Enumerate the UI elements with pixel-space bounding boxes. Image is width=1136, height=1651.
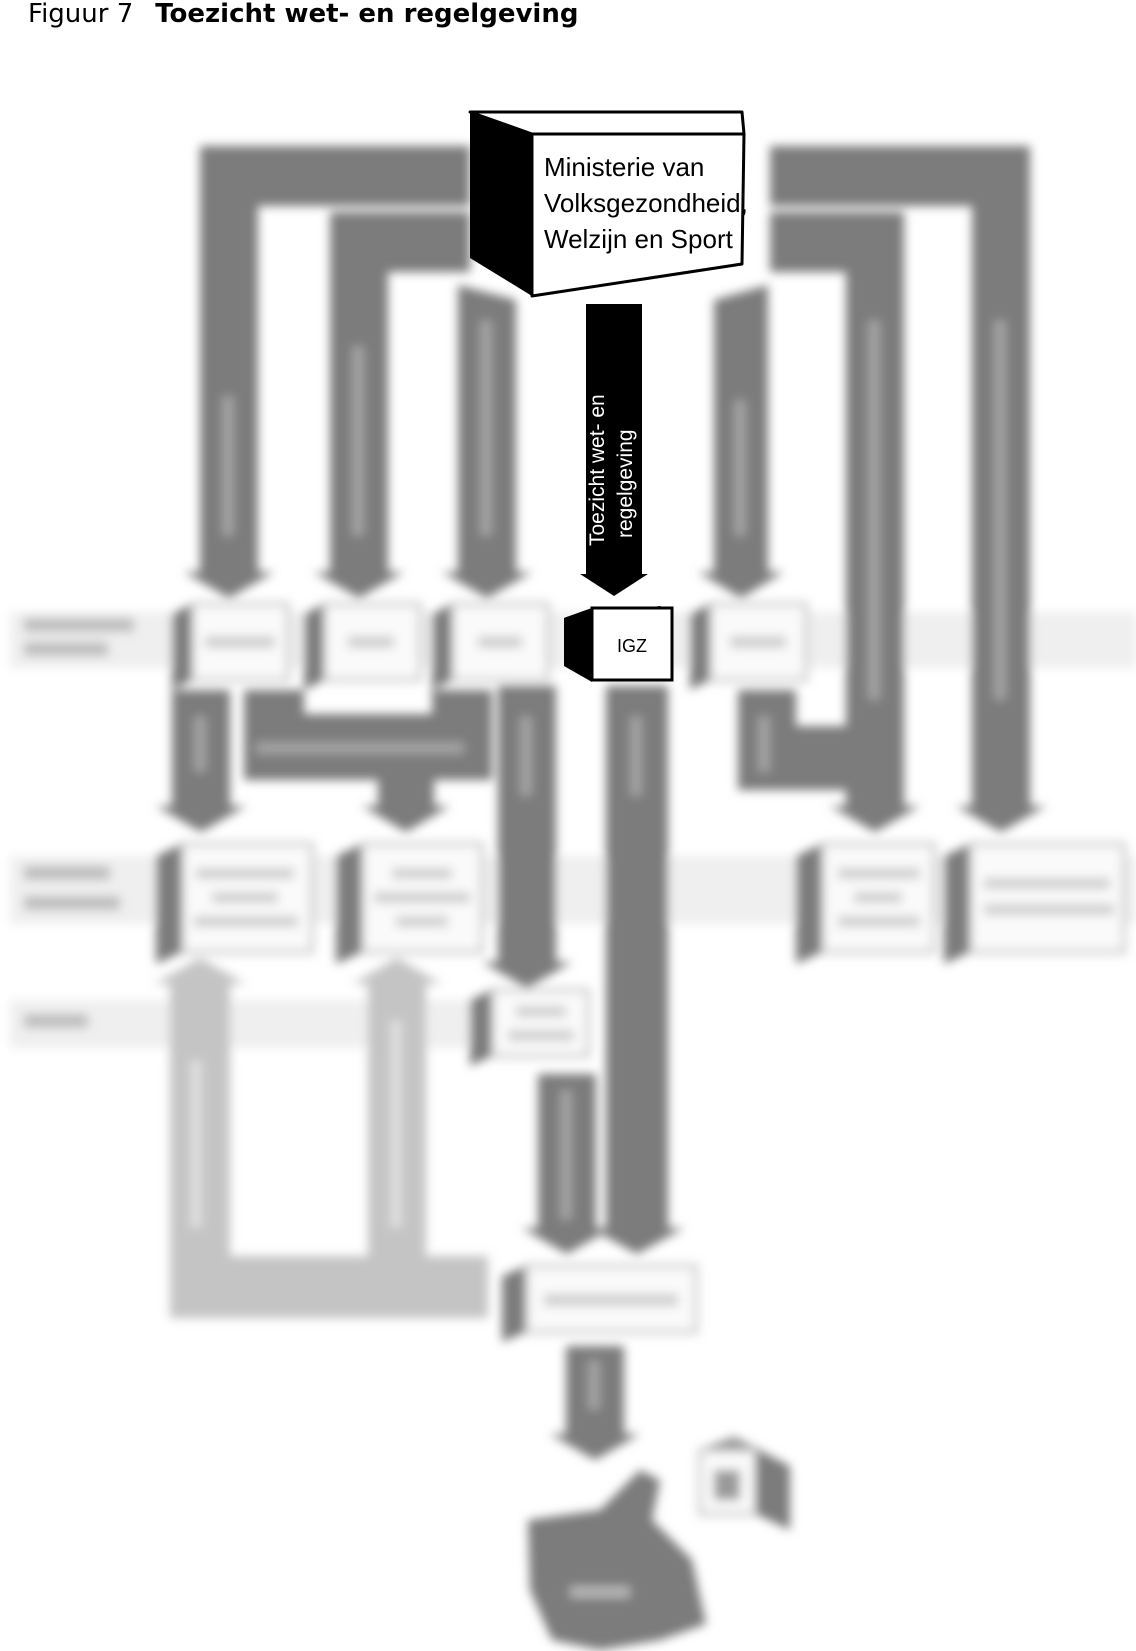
central-arrow-line-1: Toezicht wet- en — [586, 394, 609, 546]
arrowhead-zorg — [550, 1434, 640, 1460]
text-ict-standaarden — [734, 400, 746, 536]
text-agendering-platform — [868, 320, 880, 700]
flow-agendering-zip — [770, 146, 1030, 810]
box-platform-ict-innovatie — [796, 842, 936, 964]
ministry-box: Ministerie van Volksgezondheid, Welzijn … — [468, 110, 748, 298]
text-agendering-zip — [994, 320, 1006, 700]
box-zorginnovatieplatform — [944, 842, 1126, 964]
ministry-line-1: Ministerie van — [544, 152, 704, 182]
text-toeleiding — [352, 346, 364, 536]
text-regie-right — [758, 716, 770, 772]
box-zorginnovatiewijzer — [336, 842, 484, 964]
box-zorgkantoor — [470, 988, 590, 1066]
arrowhead-subsidies — [184, 572, 274, 598]
arrowhead-financiering — [442, 572, 532, 598]
arrowhead-toeleiding — [314, 572, 404, 598]
box-nictiz — [690, 602, 808, 690]
box-zorg-voor-beter — [156, 842, 314, 964]
client-label — [570, 1586, 630, 1598]
text-financiering — [480, 320, 492, 536]
figure-title: Toezicht wet- en regelgeving — [155, 0, 579, 29]
arrowhead-toezicht-nza — [482, 962, 572, 988]
arrowhead-regie-left — [156, 806, 246, 832]
arrowhead-light-left — [154, 958, 246, 984]
central-arrow-line-2: regelgeving — [614, 429, 637, 538]
box-zonmw — [172, 602, 290, 690]
box-nza — [432, 602, 550, 690]
faded-diagram-layer — [10, 146, 1136, 1650]
text-zorg — [588, 1360, 600, 1410]
text-toezicht-igz — [630, 716, 642, 796]
flow-regie-right — [738, 690, 846, 790]
small-cube-near-client — [698, 1436, 790, 1530]
box-cvz — [304, 602, 422, 690]
text-regie-left — [194, 716, 206, 772]
box-zorgaanbieder — [502, 1264, 698, 1342]
band-label-verbanden — [24, 896, 120, 910]
figure-caption: Figuur 7 Toezicht wet- en regelgeving — [28, 0, 578, 28]
ministry-line-2: Volksgezondheid, — [544, 188, 748, 218]
arrowhead-agendering-platform — [830, 806, 920, 832]
text-vragen-innovatie — [390, 1020, 402, 1228]
flow-light-lokaal — [170, 974, 488, 1318]
igz-box: IGZ — [564, 606, 674, 682]
band-label-uitvoeringsinstanties-2 — [24, 642, 108, 656]
flow-toeleiding-pakket — [330, 212, 470, 575]
arrowhead-toezicht-igz — [590, 1228, 684, 1254]
arrowhead-zorginkoop — [522, 1228, 612, 1254]
text-bundeling — [256, 742, 464, 754]
figure-number: Figuur 7 — [28, 0, 134, 29]
arrowhead-ict — [698, 572, 784, 598]
band-label-tijdelijke — [24, 866, 110, 880]
igz-label: IGZ — [617, 636, 647, 656]
text-subsidieaanvragen — [190, 1060, 202, 1228]
arrowhead-light-right — [352, 958, 442, 984]
arrowhead-bundeling — [362, 806, 450, 832]
text-subsidies — [222, 396, 234, 536]
band-label-uitvoeringsinstanties — [24, 618, 134, 632]
ministry-line-3: Welzijn en Sport — [544, 224, 734, 254]
arrowhead-agendering-zip — [956, 806, 1046, 832]
client-figure — [528, 1470, 706, 1650]
band-label-lokaal — [24, 1014, 88, 1028]
text-toezicht-nza — [520, 716, 532, 796]
text-zorginkoop — [560, 1090, 572, 1220]
central-toezicht-arrow: Toezicht wet- en regelgeving — [580, 304, 648, 596]
